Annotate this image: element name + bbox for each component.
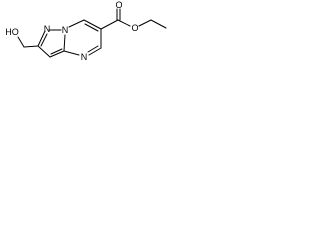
atom-label-o-carbonyl: O: [115, 0, 122, 10]
atom-label-o-ester: O: [131, 23, 138, 33]
bond-ho-ch2: [17, 36, 25, 48]
chemical-structure-diagram: HO N N N O O: [5, 0, 167, 62]
bonds-pyrimidine-ring: [63, 19, 102, 56]
bond-c2-n1-double: [40, 33, 48, 47]
atom-label-n-bridge: N: [62, 25, 69, 35]
bond-ch2-ch3: [150, 19, 167, 29]
atom-label-n-pyrazole: N: [44, 24, 51, 34]
bond-c7-c6: [83, 19, 102, 30]
bond-ch2-c2: [23, 45, 39, 48]
atom-label-ho: HO: [5, 27, 19, 37]
bond-n7a-c7: [68, 19, 85, 28]
bond-c5-n4-double: [87, 45, 99, 53]
bond-ccarbonyl-oester: [117, 19, 131, 27]
bonds-hydroxymethyl: [17, 36, 39, 48]
bond-n4-c3a: [63, 50, 80, 56]
bond-c6-ccarbonyl: [100, 19, 119, 30]
bond-c5-n4: [88, 47, 102, 56]
bond-c3a-n7a: [63, 34, 66, 52]
bond-c3-c3a: [49, 50, 65, 58]
bond-c2-c3: [37, 45, 51, 58]
bond-oester-ch2: [138, 19, 152, 27]
atom-label-n-ring: N: [81, 52, 88, 62]
bond-c3-c3a-double: [50, 48, 63, 55]
bonds-ester: [100, 8, 167, 30]
bond-c2-n1: [37, 30, 46, 47]
bond-c7-c6-double: [84, 23, 99, 32]
atom-labels: HO N N N O O: [5, 0, 138, 62]
bonds-pyrazole-ring: [37, 29, 66, 58]
